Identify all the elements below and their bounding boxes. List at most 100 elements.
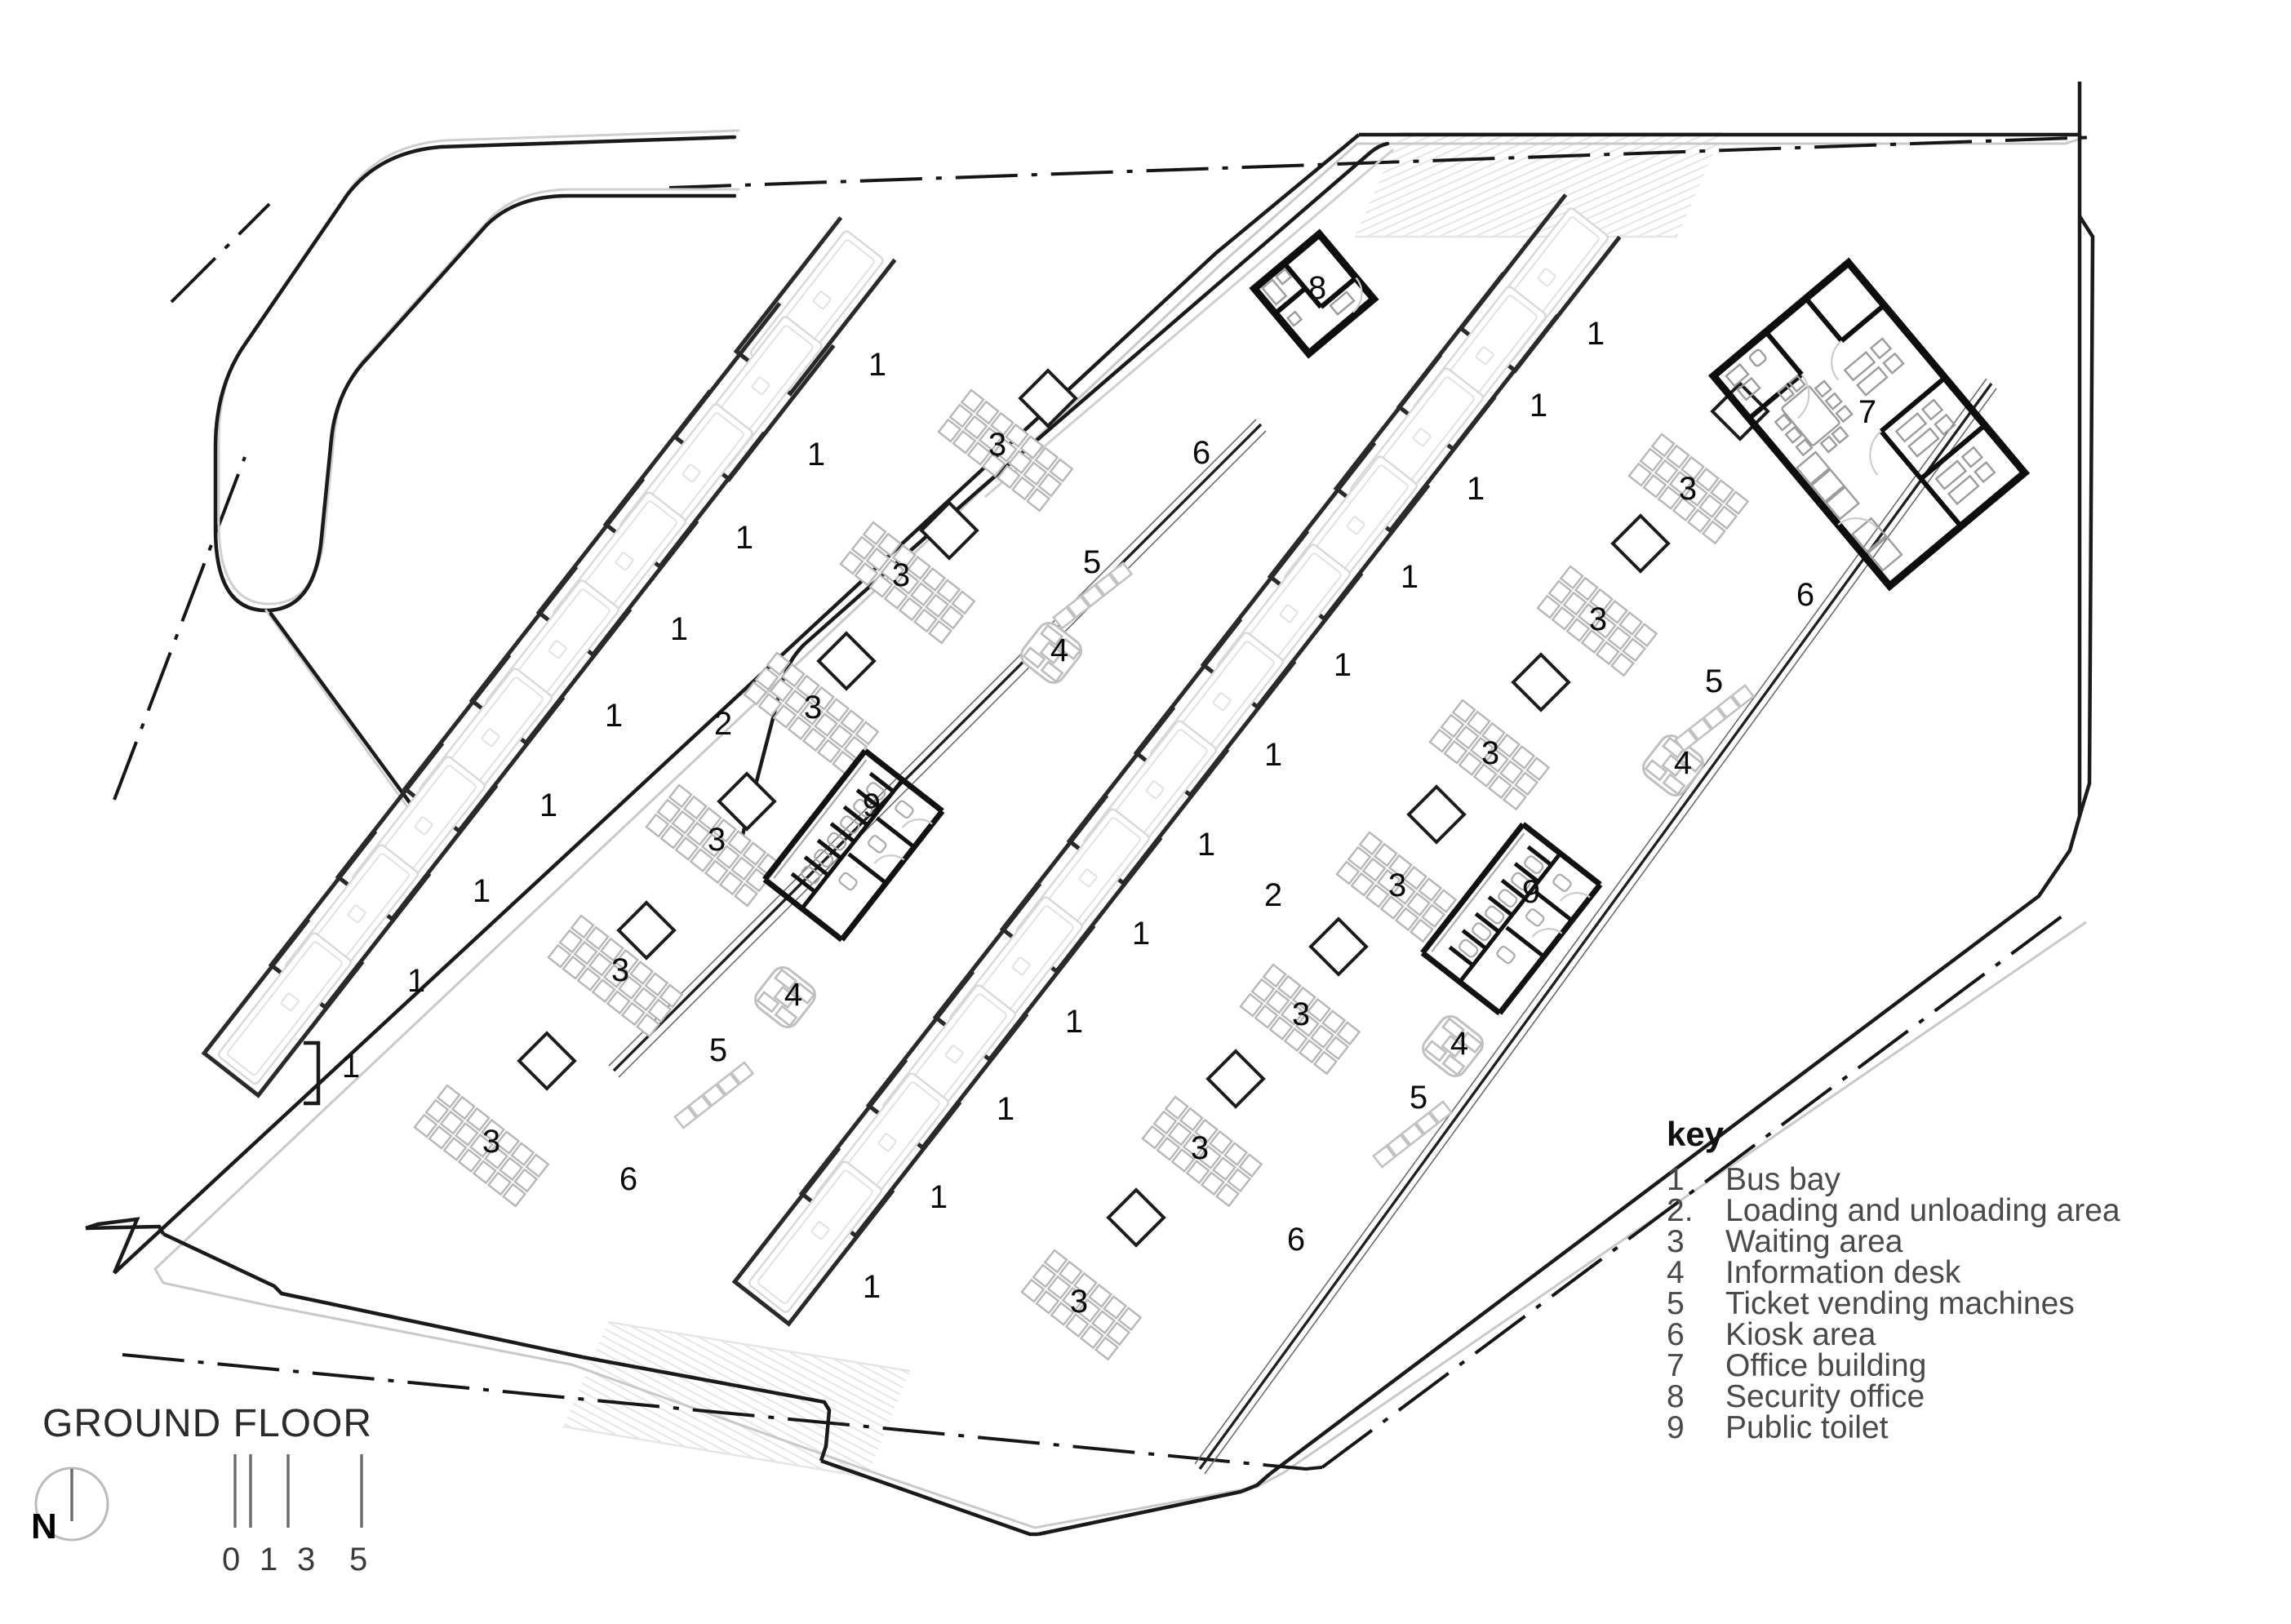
scale-tick-1: 1 — [260, 1542, 277, 1577]
plan-label-toilet-e: 9 — [1522, 874, 1540, 910]
plan-label-tvm-w-2: 5 — [709, 1032, 727, 1068]
plan-label-bay-e-3: 1 — [1467, 471, 1485, 507]
plan-label-kiosk-w-2: 6 — [619, 1161, 637, 1197]
plan-label-bay-w-7: 1 — [473, 873, 491, 909]
plan-label-office-7: 7 — [1858, 394, 1876, 430]
plan-label-wait-e-7: 3 — [1070, 1284, 1088, 1320]
plan-label-bay-w-3: 1 — [735, 520, 753, 556]
plan-label-bay-w-5: 1 — [605, 698, 623, 734]
plan-label-bay-e-2: 1 — [1530, 388, 1547, 424]
plan-label-wait-e-4: 3 — [1388, 867, 1406, 903]
legend-item-num-6: 6 — [1667, 1317, 1685, 1352]
plan-label-wait-w-4: 3 — [708, 822, 726, 858]
waiting-areas-east — [1020, 433, 1750, 1361]
plan-label-info-w: 4 — [1050, 632, 1068, 668]
scale-tick-5: 5 — [349, 1542, 367, 1577]
public-toilet-west — [762, 748, 945, 943]
kiosks — [517, 368, 1770, 1248]
west-apron-edge — [304, 1041, 321, 1106]
plan-label-wait-e-1: 3 — [1679, 471, 1697, 507]
property-lines — [113, 135, 2098, 1471]
plan-label-wait-e-3: 3 — [1481, 735, 1499, 771]
plan-label-bay-e-10: 1 — [997, 1091, 1015, 1127]
office-building — [1707, 257, 2031, 592]
plan-label-bay-e-12: 1 — [863, 1269, 881, 1305]
ticket-vending-machines — [673, 561, 1756, 1169]
legend-item-num-4: 4 — [1667, 1255, 1685, 1290]
legend-item-label-6: Kiosk area — [1725, 1317, 1876, 1352]
legend-item-label-9: Public toilet — [1725, 1410, 1889, 1445]
plan-label-bay-e-6: 1 — [1264, 737, 1282, 773]
plan-number-labels: 1111111111111111111112233333333333334444… — [342, 270, 1876, 1320]
floor-plan-title: GROUND FLOOR — [42, 1402, 372, 1445]
legend-item-num-8: 8 — [1667, 1379, 1685, 1414]
plan-label-wait-w-1: 3 — [988, 427, 1006, 463]
east-bus-bays — [731, 193, 1622, 1327]
plan-label-bay-e-4: 1 — [1401, 559, 1419, 595]
scale-tick-3: 3 — [297, 1542, 315, 1577]
legend-item-label-8: Security office — [1725, 1379, 1925, 1414]
legend-item-num-1: 1 — [1667, 1162, 1685, 1197]
legend-item-num-2: 2. — [1667, 1193, 1694, 1228]
north-arrow-icon: N — [31, 1466, 109, 1546]
legend-item-num-3: 3 — [1667, 1224, 1685, 1259]
plan-label-wait-w-3: 3 — [804, 690, 822, 725]
plan-label-tvm-e-1: 5 — [1705, 663, 1723, 699]
legend-title: key — [1667, 1115, 1725, 1153]
plan-label-bay-e-5: 1 — [1334, 647, 1352, 683]
plan-label-toilet-w: 9 — [863, 788, 881, 823]
legend-item-num-7: 7 — [1667, 1348, 1685, 1383]
plan-label-wait-w-5: 3 — [611, 952, 629, 988]
plan-label-bay-e-11: 1 — [930, 1179, 948, 1215]
west-bus-bays — [201, 216, 897, 1098]
legend-item-num-9: 9 — [1667, 1410, 1685, 1445]
paving-hatch-top — [1355, 131, 1722, 238]
plan-label-wait-e-6: 3 — [1191, 1130, 1209, 1166]
scale-tick-0: 0 — [222, 1542, 240, 1577]
paving-hatch-bottom — [562, 1320, 911, 1479]
legend-item-label-2: Loading and unloading area — [1725, 1193, 2120, 1228]
plan-label-bay-e-1: 1 — [1587, 316, 1605, 352]
plan-label-bay-w-9: 1 — [342, 1049, 360, 1085]
site-boundary — [85, 82, 2095, 1537]
plan-label-info-w2: 4 — [784, 977, 802, 1013]
legend-item-label-1: Bus bay — [1725, 1162, 1840, 1197]
legend-item-label-5: Ticket vending machines — [1725, 1286, 2075, 1321]
plan-label-bay-e-9: 1 — [1065, 1004, 1083, 1040]
north-arrow-label: N — [31, 1506, 57, 1546]
access-ramp-loop — [213, 129, 740, 825]
plan-label-bay-w-4: 1 — [670, 611, 688, 647]
legend-key: key 1 Bus bay 2. Loading and unloading area… — [1667, 1115, 2120, 1445]
legend-item-label-3: Waiting area — [1725, 1224, 1903, 1259]
legend-item-num-5: 5 — [1667, 1286, 1685, 1321]
plan-label-load-w: 2 — [714, 706, 732, 742]
plan-label-load-e: 2 — [1264, 877, 1282, 913]
plan-label-info-e: 4 — [1674, 745, 1692, 781]
canopy-spine-east — [1194, 378, 1997, 1475]
plan-label-bay-w-1: 1 — [868, 347, 886, 383]
title-block: GROUND FLOOR N 0 1 3 5 — [31, 1402, 372, 1577]
plan-label-kiosk-e-2: 6 — [1287, 1222, 1305, 1258]
legend-item-label-7: Office building — [1725, 1348, 1926, 1383]
legend-item-label-4: Information desk — [1725, 1255, 1961, 1290]
plan-label-bay-w-8: 1 — [407, 963, 425, 999]
plan-label-wait-w-2: 3 — [892, 557, 910, 593]
security-office-building — [1249, 229, 1379, 359]
plan-label-bay-e-7: 1 — [1197, 827, 1215, 863]
plan-label-bay-w-2: 1 — [807, 437, 825, 473]
plan-label-bay-w-6: 1 — [539, 788, 557, 823]
plan-label-wait-w-6: 3 — [482, 1124, 500, 1160]
plan-label-tvm-e-2: 5 — [1410, 1080, 1427, 1116]
plan-label-wait-e-5: 3 — [1292, 996, 1310, 1032]
plan-label-wait-e-2: 3 — [1589, 601, 1607, 637]
plan-label-bay-e-8: 1 — [1132, 916, 1150, 952]
waiting-areas-west — [413, 388, 1074, 1208]
plan-label-tvm-w-1: 5 — [1083, 544, 1101, 580]
plan-label-info-e2: 4 — [1450, 1026, 1468, 1062]
information-desks — [754, 622, 1704, 1077]
scale-bar: 0 1 3 5 — [222, 1454, 367, 1577]
public-toilet-east — [1420, 822, 1603, 1016]
plan-label-kiosk-w-1: 6 — [1192, 435, 1210, 471]
